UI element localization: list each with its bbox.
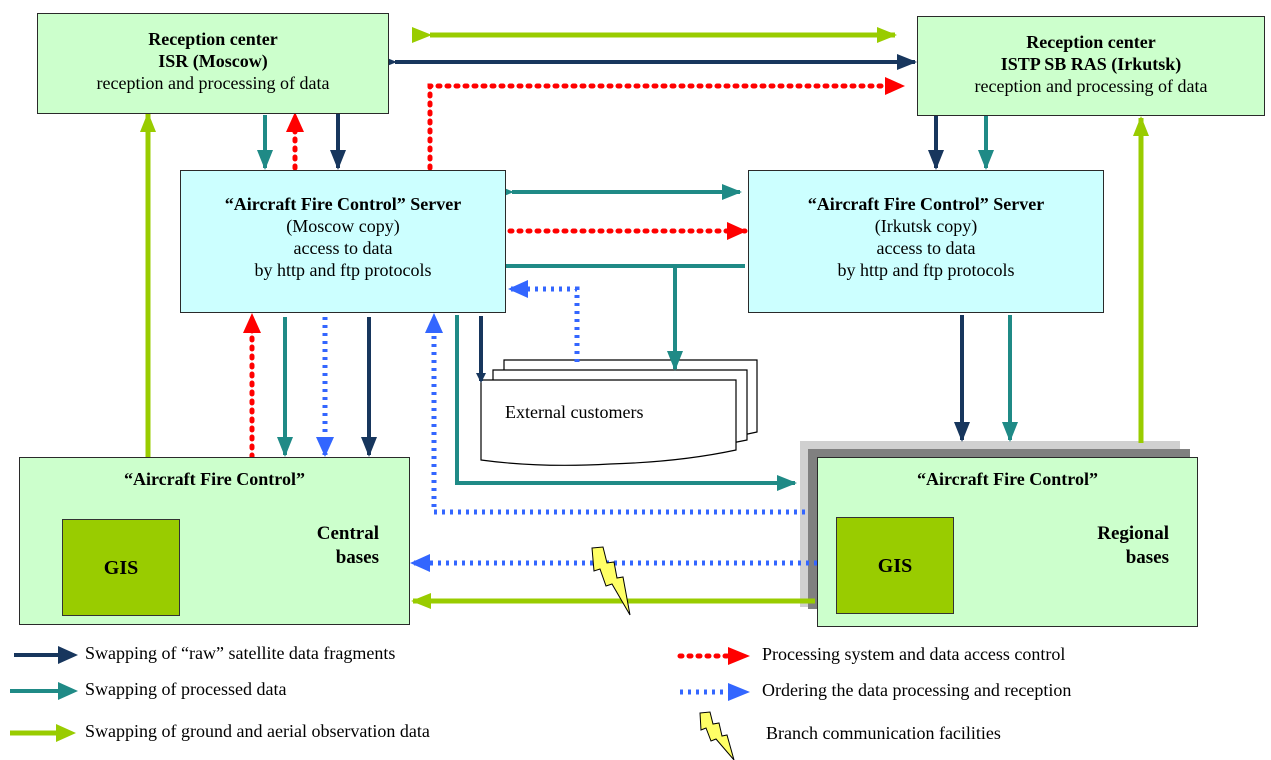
moscow-center-title-1: Reception center	[148, 29, 278, 49]
legend-raw-label: Swapping of “raw” satellite data fragmen…	[85, 643, 396, 663]
raw-data-arrows	[330, 54, 970, 457]
central-bases-title: “Aircraft Fire Control”	[124, 469, 305, 489]
moscow-server-access: access to data	[293, 238, 393, 258]
legend-control-marker	[677, 647, 750, 665]
irkutsk-server-title: “Aircraft Fire Control” Server	[807, 194, 1045, 214]
irkutsk-center-title-1: Reception center	[1026, 32, 1156, 52]
legend-processed-marker	[10, 682, 78, 700]
control-arrows	[243, 77, 906, 460]
legend-ground-label: Swapping of ground and aerial observatio…	[85, 721, 430, 741]
processed-data-arrows	[257, 115, 1018, 491]
central-bases: “Aircraft Fire Control” GIS Central base…	[19, 457, 410, 625]
irkutsk-center-desc: reception and processing of data	[974, 76, 1208, 96]
legend-raw-marker	[14, 646, 78, 664]
irkutsk-server-access: access to data	[876, 238, 976, 258]
moscow-center-desc: reception and processing of data	[96, 73, 330, 93]
legend-ordering-label: Ordering the data processing and recepti…	[762, 680, 1072, 700]
lightning-icon	[591, 546, 631, 616]
legend-lightning-icon	[699, 711, 735, 760]
central-gis: GIS	[62, 519, 180, 616]
legend-control-label: Processing system and data access contro…	[762, 644, 1066, 664]
regional-gis: GIS	[836, 517, 954, 614]
regional-bases-label-1: Regional	[1097, 523, 1169, 544]
external-customers-stack	[480, 359, 758, 466]
moscow-server: “Aircraft Fire Control” Server (Moscow c…	[180, 170, 506, 313]
moscow-server-title: “Aircraft Fire Control” Server	[224, 194, 462, 214]
ground-data-arrows	[140, 27, 1149, 609]
central-bases-label-2: bases	[335, 547, 379, 568]
central-bases-label-1: Central	[316, 523, 379, 544]
moscow-reception-center: Reception center ISR (Moscow) reception …	[37, 13, 389, 114]
irkutsk-center-title-2: ISTP SB RAS (Irkutsk)	[1000, 54, 1182, 74]
moscow-center-title-2: ISR (Moscow)	[158, 51, 268, 71]
moscow-server-protocols: by http and ftp protocols	[254, 260, 432, 280]
legend-ground-marker	[10, 724, 76, 742]
regional-bases-label-2: bases	[1125, 547, 1169, 568]
irkutsk-server: “Aircraft Fire Control” Server (Irkutsk …	[748, 170, 1104, 313]
moscow-server-copy: (Moscow copy)	[286, 216, 400, 236]
irkutsk-reception-center: Reception center ISTP SB RAS (Irkutsk) r…	[917, 16, 1265, 116]
legend-ordering-marker	[680, 683, 750, 701]
irkutsk-server-protocols: by http and ftp protocols	[837, 260, 1015, 280]
regional-bases-title: “Aircraft Fire Control”	[917, 469, 1098, 489]
central-bases-label: Central bases	[317, 522, 379, 570]
regional-bases-label: Regional bases	[1097, 522, 1169, 570]
legend-branch-label: Branch communication facilities	[766, 723, 1001, 743]
regional-bases: “Aircraft Fire Control” GIS Regional bas…	[817, 457, 1198, 627]
external-customers-label: External customers	[505, 402, 644, 422]
legend-processed-label: Swapping of processed data	[85, 679, 287, 699]
irkutsk-server-copy: (Irkutsk copy)	[874, 216, 978, 236]
